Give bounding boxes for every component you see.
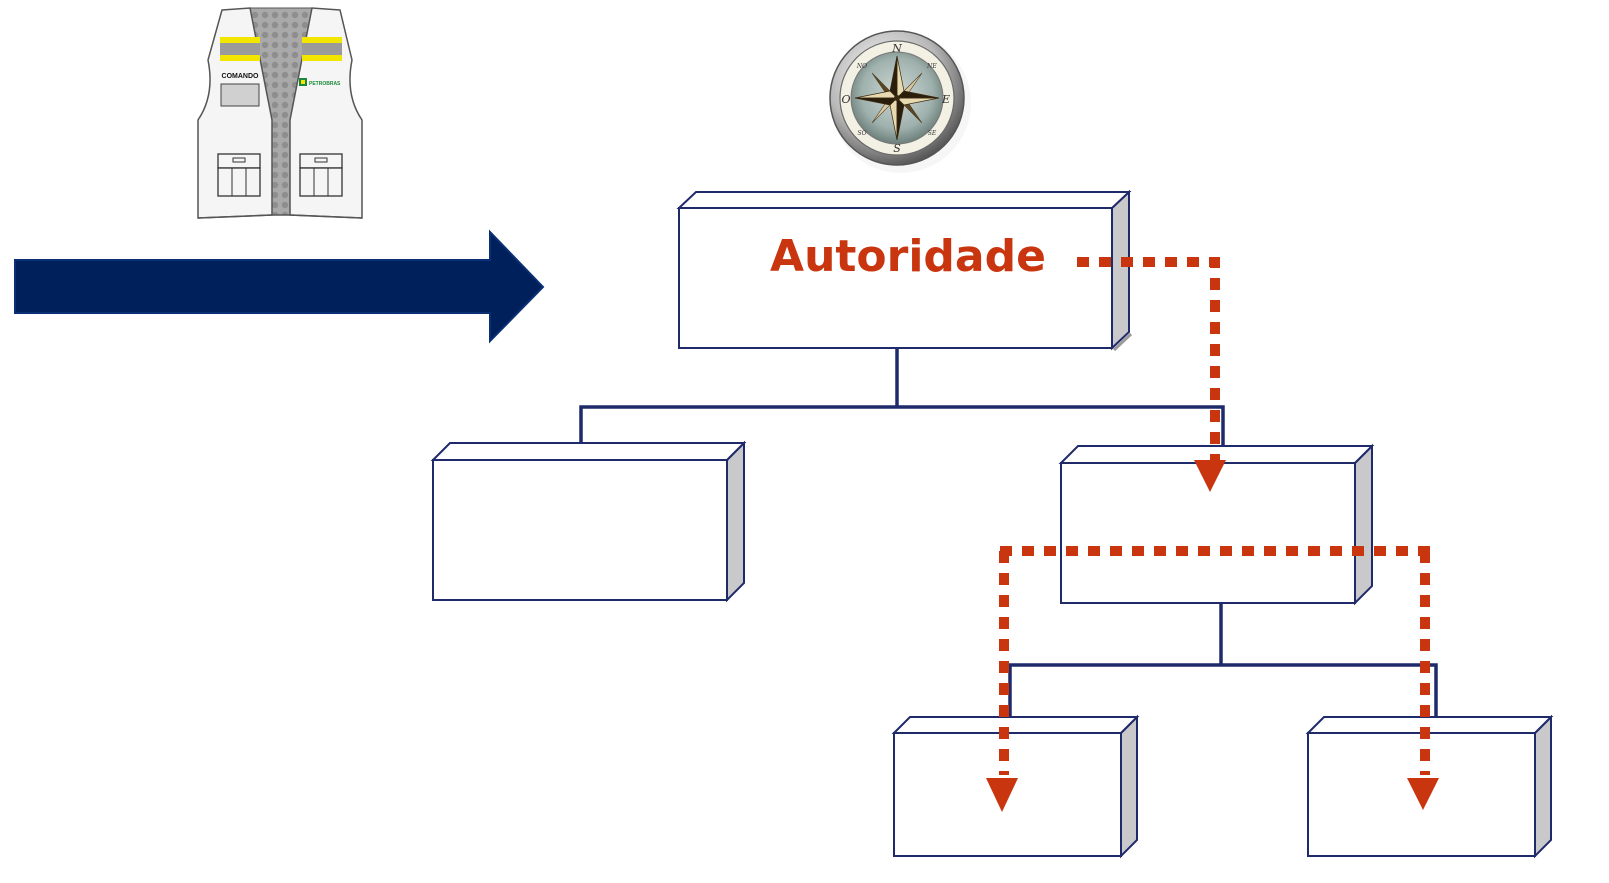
compass-nw: NO bbox=[856, 63, 867, 70]
compass-sw: SO bbox=[857, 130, 866, 137]
command-vest-illustration: COMANDO PETROBRAS bbox=[197, 7, 363, 219]
vest-left-pocket bbox=[217, 153, 261, 197]
bottom-left-box bbox=[891, 714, 1140, 859]
dotted-line-to-right-box bbox=[1077, 257, 1220, 460]
authority-label: Autoridade bbox=[770, 231, 1046, 282]
compass-west: O bbox=[841, 93, 850, 106]
compass-east: E bbox=[941, 93, 950, 106]
vest-right-pocket bbox=[299, 153, 343, 197]
left-subordinate-box bbox=[430, 440, 747, 603]
arrowhead-bottom-right bbox=[1407, 778, 1439, 810]
org-connectors bbox=[579, 349, 1438, 718]
vest-badge-label: COMANDO bbox=[222, 73, 259, 80]
compass-se: SE bbox=[928, 130, 937, 137]
vest-badge-window bbox=[220, 83, 260, 107]
flow-arrowheads bbox=[986, 460, 1439, 812]
authority-box: Autoridade bbox=[676, 189, 1133, 352]
vest-logo-text: PETROBRAS bbox=[309, 81, 341, 87]
authority-flow-dotted bbox=[999, 257, 1432, 775]
big-arrow bbox=[14, 229, 545, 344]
compass-south: S bbox=[893, 142, 901, 155]
compass-icon: N S E O NE NO SE SO bbox=[829, 30, 971, 173]
petrobras-logo: PETROBRAS bbox=[299, 78, 341, 87]
compass-north: N bbox=[891, 42, 902, 55]
compass-ne: NE bbox=[926, 63, 937, 70]
arrowhead-right-box bbox=[1194, 460, 1226, 492]
arrowhead-bottom-left bbox=[986, 778, 1018, 812]
